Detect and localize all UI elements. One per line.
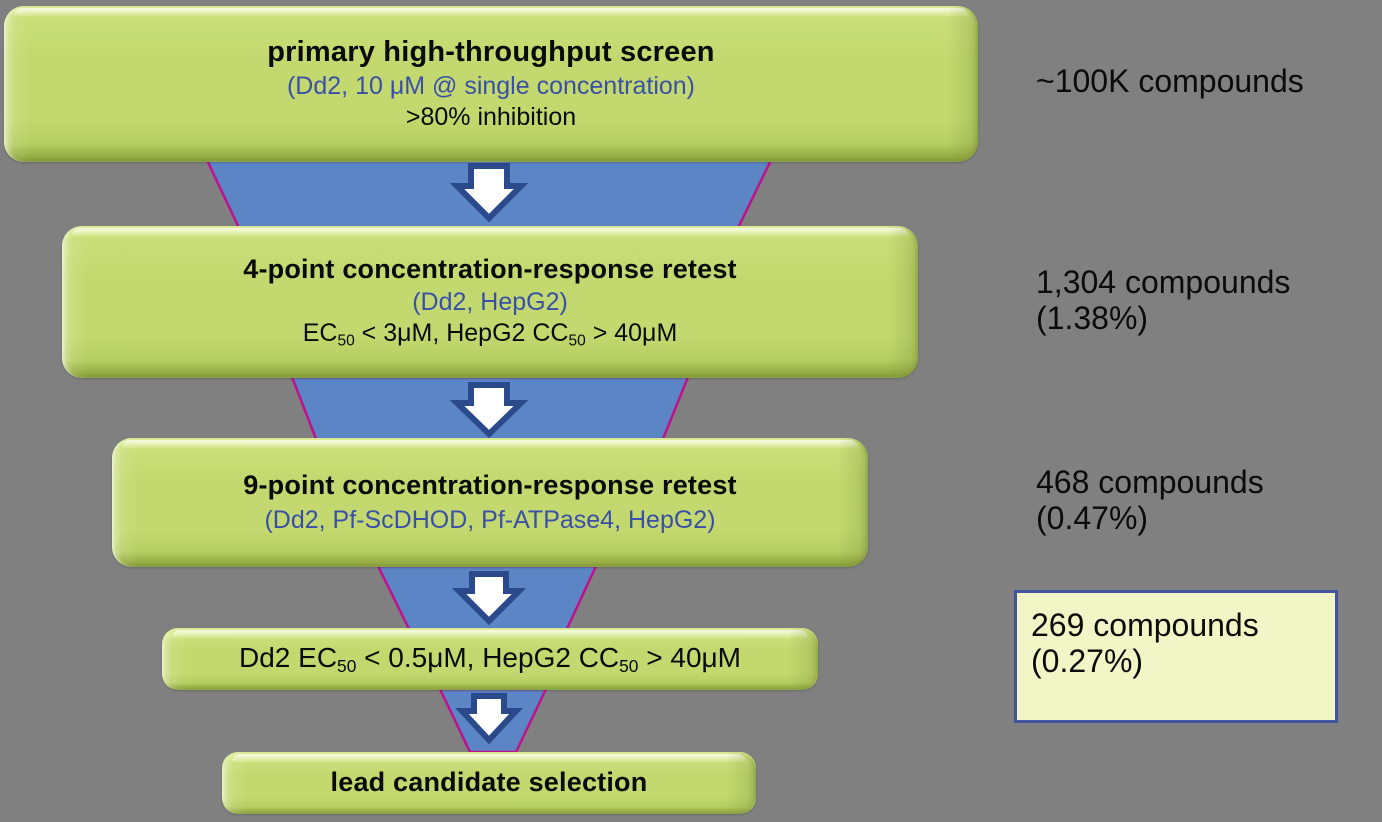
down-arrow-icon-2 [449, 382, 529, 439]
annotation-count-9point: 468 compounds (0.47%) [1036, 464, 1264, 537]
stage-box-four-point-retest[interactable]: 4-point concentration-response retest (D… [62, 226, 918, 378]
funnel-segment-2 [290, 375, 690, 446]
down-arrow-icon-3 [451, 571, 527, 626]
funnel-segment-1 [204, 156, 774, 232]
stage-title-four-point-retest: 4-point concentration-response retest [243, 253, 737, 284]
stage-box-nine-point-retest[interactable]: 9-point concentration-response retest (D… [112, 438, 868, 567]
stage-box-primary-screen[interactable]: primary high-throughput screen (Dd2, 10 … [4, 6, 978, 162]
criteria-sub-b: 50 [568, 332, 586, 350]
criteria-part-c: > 40μM [638, 642, 741, 673]
criteria-sub-a: 50 [337, 332, 355, 350]
stage-subtitle-four-point-retest: (Dd2, HepG2) [412, 288, 568, 316]
criteria-part-c: > 40μM [585, 319, 678, 347]
stage-subtitle-nine-point-retest: (Dd2, Pf-ScDHOD, Pf-ATPase4, HepG2) [264, 505, 716, 534]
annotation-count-4point: 1,304 compounds (1.38%) [1036, 264, 1291, 337]
stage-criteria-primary-screen: >80% inhibition [405, 103, 577, 132]
stage-box-lead-candidate-selection[interactable]: lead candidate selection [222, 752, 756, 814]
criteria-part-b: < 3μM, HepG2 CC [354, 319, 569, 347]
annotation-count-selected: 269 compounds (0.27%) [1031, 607, 1259, 680]
annotation-count-selected-box[interactable]: 269 compounds (0.27%) [1014, 590, 1338, 723]
criteria-part-a: EC [302, 319, 338, 347]
down-arrow-icon-1 [449, 163, 529, 223]
stage-box-potency-cutoff[interactable]: Dd2 EC50 < 0.5μM, HepG2 CC50 > 40μM [162, 628, 818, 690]
criteria-part-b: < 0.5μM, HepG2 CC [356, 642, 620, 673]
stage-title-lead-candidate-selection: lead candidate selection [330, 767, 648, 798]
funnel-segment-3 [375, 564, 598, 633]
criteria-part-a: Dd2 EC [239, 642, 338, 673]
down-arrow-icon-4 [455, 693, 523, 745]
annotation-count-primary: ~100K compounds [1036, 63, 1304, 99]
stage-subtitle-primary-screen: (Dd2, 10 μM @ single concentration) [286, 72, 696, 101]
stage-criteria-potency-cutoff: Dd2 EC50 < 0.5μM, HepG2 CC50 > 40μM [239, 642, 741, 676]
funnel-segment-4 [438, 687, 548, 754]
stage-criteria-four-point-retest: EC50 < 3μM, HepG2 CC50 > 40μM [303, 319, 678, 350]
stage-title-primary-screen: primary high-throughput screen [267, 35, 715, 68]
stage-title-nine-point-retest: 9-point concentration-response retest [243, 470, 737, 501]
criteria-sub-b: 50 [619, 655, 639, 676]
criteria-sub-a: 50 [337, 655, 357, 676]
